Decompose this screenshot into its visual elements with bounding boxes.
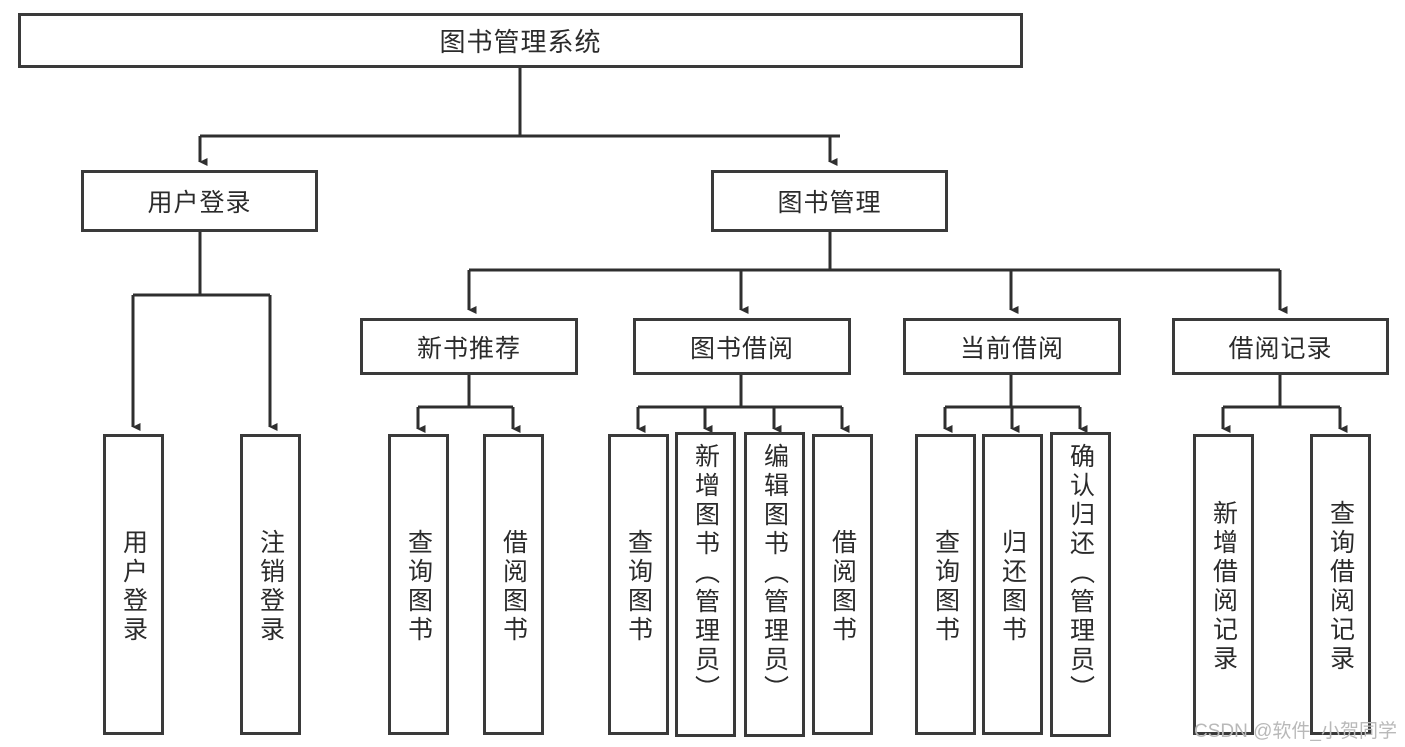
leaf-borrow-add-book-admin[interactable]: 新增图书（管理员） — [675, 432, 736, 737]
node-book-management[interactable]: 图书管理 — [711, 170, 948, 232]
leaf-borrow-edit-book-admin[interactable]: 编辑图书（管理员） — [744, 432, 805, 737]
leaf-recommend-query-book[interactable]: 查询图书 — [388, 434, 449, 735]
leaf-record-query-record[interactable]: 查询借阅记录 — [1310, 434, 1371, 735]
leaf-borrow-query-book[interactable]: 查询图书 — [608, 434, 669, 735]
leaf-user-login-logout[interactable]: 注销登录 — [240, 434, 301, 735]
watermark-text: CSDN @软件_小贺同学 — [1194, 721, 1397, 742]
node-new-book-recommend[interactable]: 新书推荐 — [360, 318, 578, 375]
node-borrow-record[interactable]: 借阅记录 — [1172, 318, 1389, 375]
leaf-record-add-record[interactable]: 新增借阅记录 — [1193, 434, 1254, 735]
leaf-current-query-book[interactable]: 查询图书 — [915, 434, 976, 735]
node-current-borrow[interactable]: 当前借阅 — [903, 318, 1121, 375]
leaf-user-login-login[interactable]: 用户登录 — [103, 434, 164, 735]
leaf-current-return-book[interactable]: 归还图书 — [982, 434, 1043, 735]
leaf-borrow-borrow-book[interactable]: 借阅图书 — [812, 434, 873, 735]
leaf-recommend-borrow-book[interactable]: 借阅图书 — [483, 434, 544, 735]
leaf-current-confirm-return-admin[interactable]: 确认归还（管理员） — [1050, 432, 1111, 737]
node-user-login[interactable]: 用户登录 — [81, 170, 318, 232]
node-book-borrow[interactable]: 图书借阅 — [633, 318, 851, 375]
node-root-system[interactable]: 图书管理系统 — [18, 13, 1023, 68]
